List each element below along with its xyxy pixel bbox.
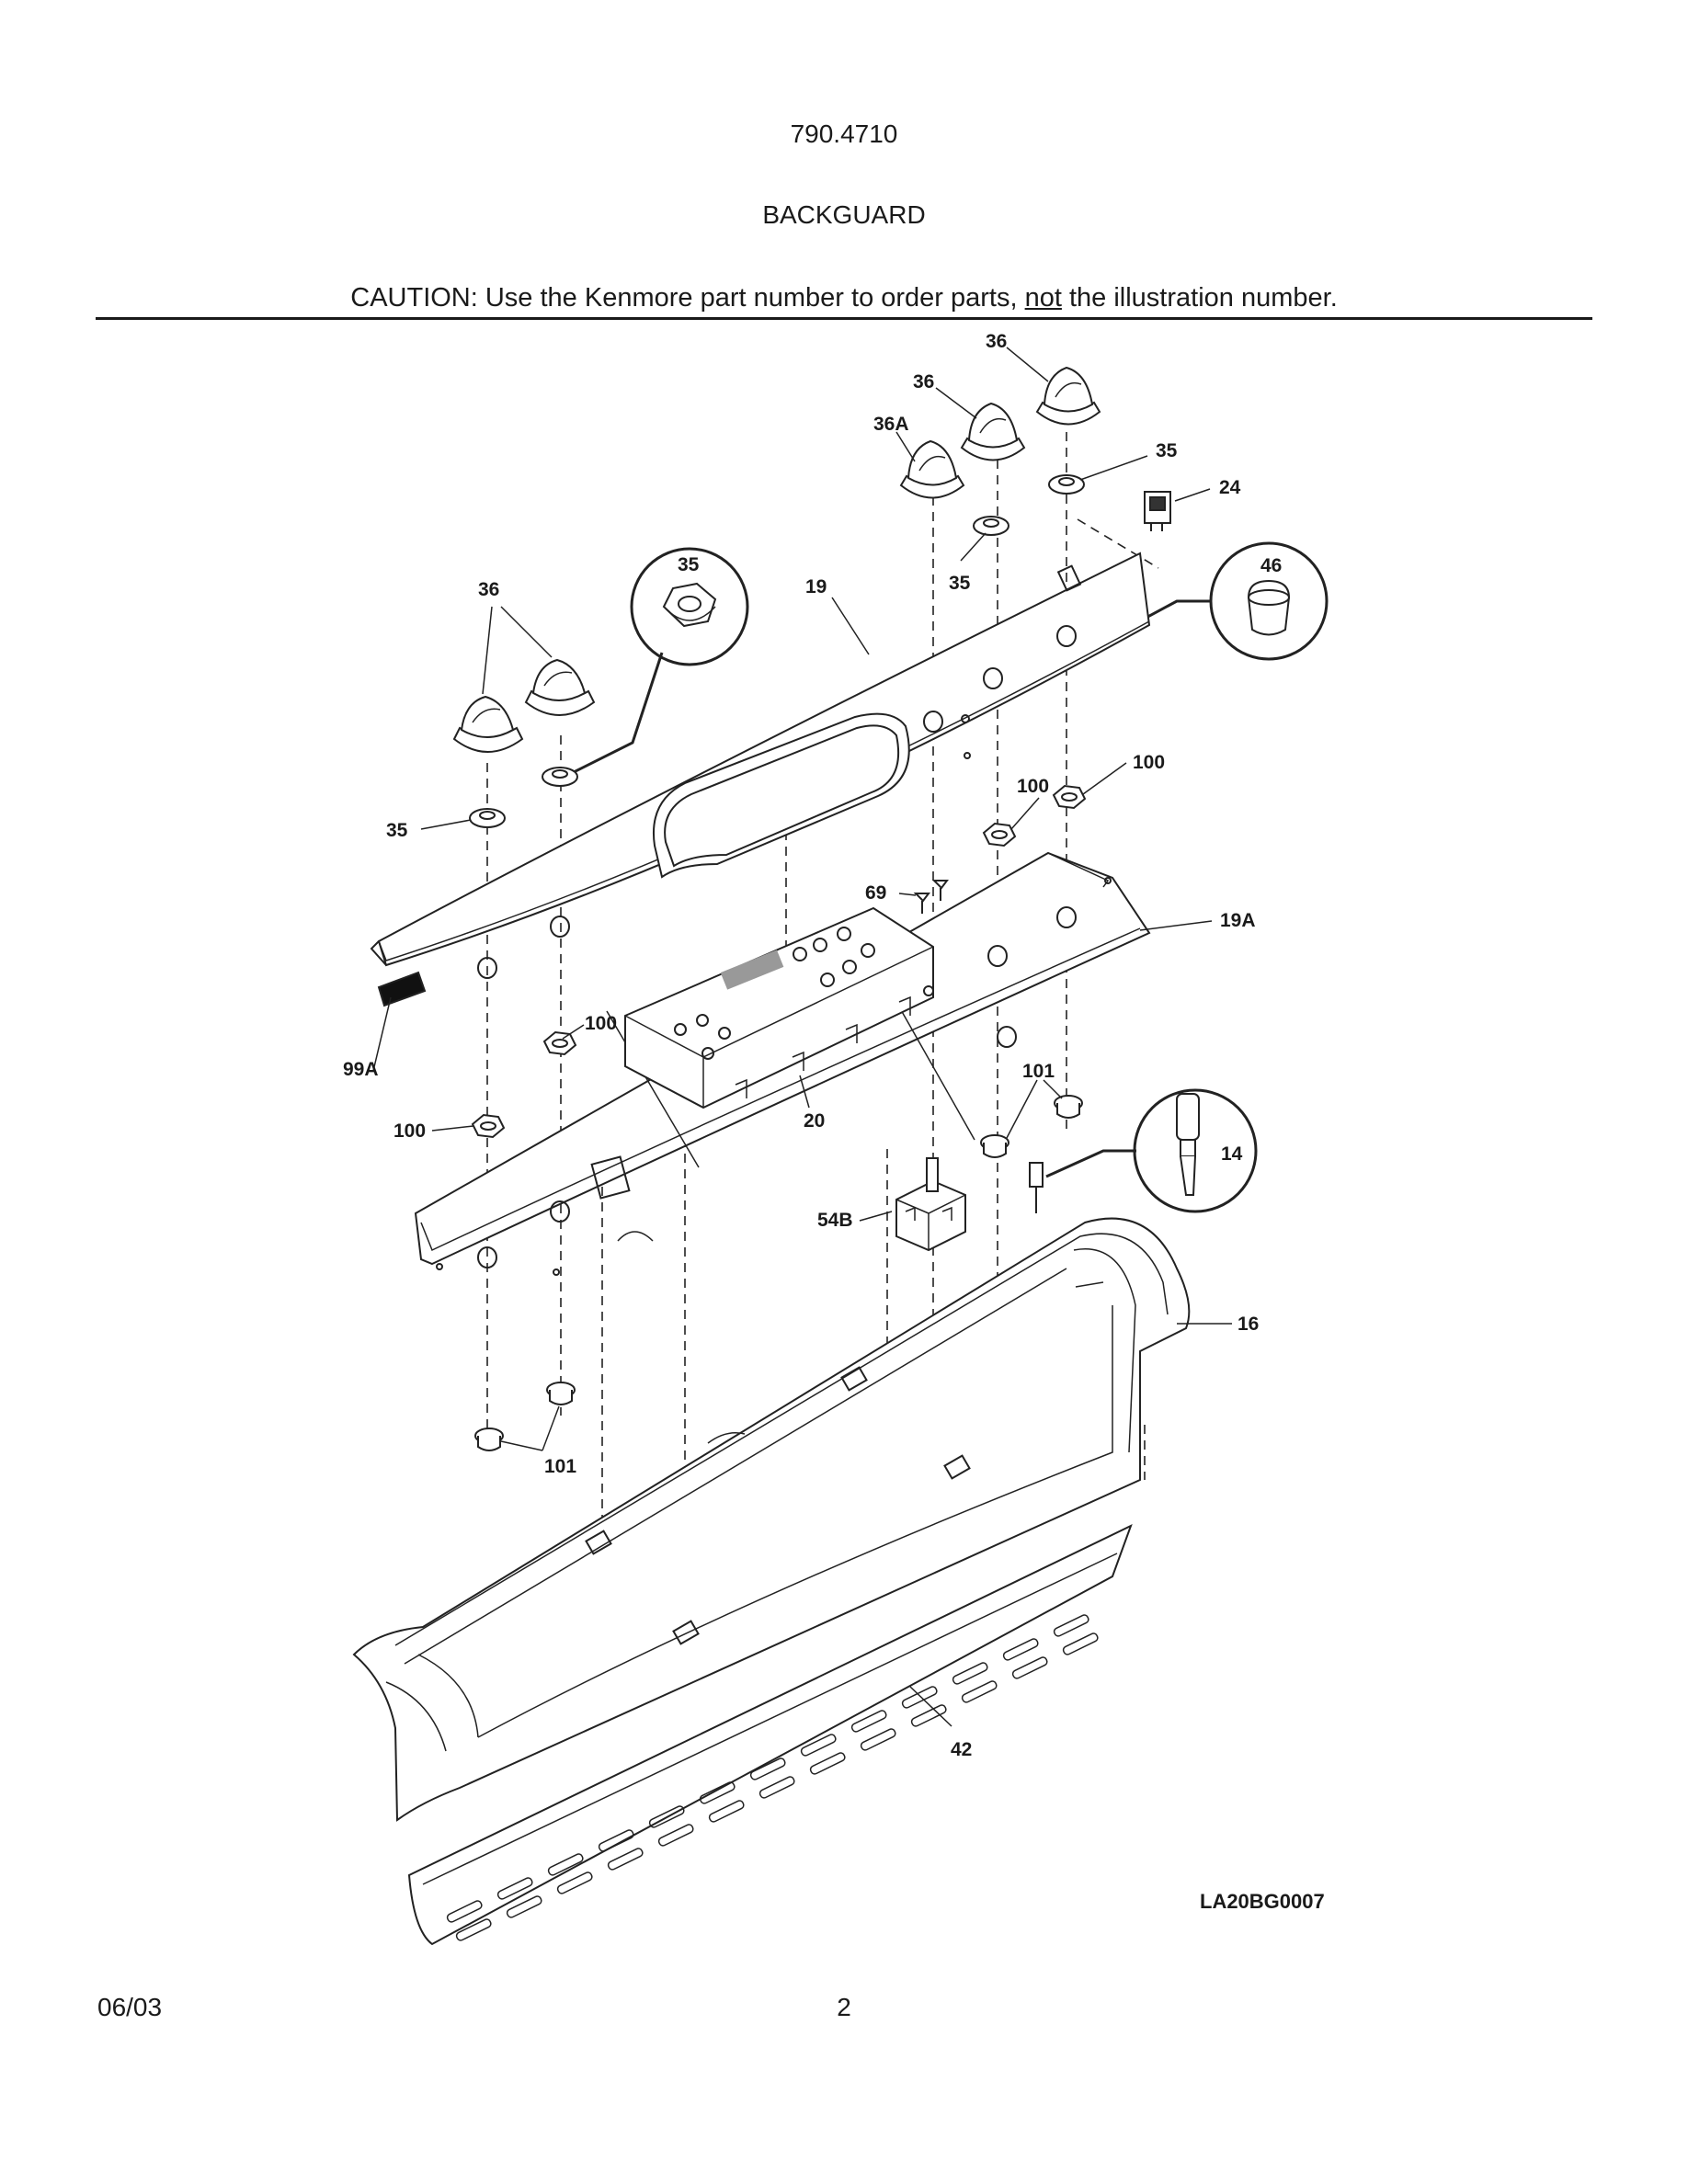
- switch-24: [1144, 491, 1171, 531]
- callout-69: 69: [865, 882, 886, 904]
- callout-leaders: [372, 347, 1232, 1727]
- control-panel-19: [370, 552, 1151, 979]
- nut-101-left-b: [474, 1428, 504, 1451]
- callout-35-center: 35: [949, 573, 971, 594]
- nut-100-left-a: [542, 1030, 577, 1056]
- leader-inset-35: [562, 652, 664, 779]
- callout-100-mid: 100: [1017, 776, 1049, 797]
- caution-text-start: CAUTION: Use the Kenmore part number to …: [350, 283, 1025, 313]
- backguard-exploded-diagram: 36 36 36A 35 24 35 19 35 46 36 100 100 3…: [343, 331, 1329, 1946]
- nut-101-left-a: [546, 1382, 576, 1405]
- callout-19: 19: [805, 576, 827, 597]
- callout-36-top: 36: [986, 331, 1007, 352]
- callout-16: 16: [1237, 1314, 1259, 1335]
- section-title: BACKGUARD: [762, 200, 926, 229]
- callout-100-left-a: 100: [585, 1013, 617, 1034]
- caution-text-end: the illustration number.: [1061, 283, 1338, 313]
- callout-35-inset: 35: [678, 554, 700, 575]
- callout-101-left: 101: [544, 1456, 576, 1477]
- nut-100-left-b: [471, 1113, 506, 1139]
- header-rule: [96, 317, 1592, 320]
- nut-35-left-a: [469, 808, 506, 828]
- callout-100-left-b: 100: [393, 1120, 426, 1142]
- knob-36-mid: [960, 402, 1026, 461]
- leader-inset-14: [1045, 1149, 1136, 1178]
- drawing-code: LA20BG0007: [1200, 1890, 1325, 1913]
- inset-lamp-14: [1133, 1088, 1258, 1213]
- callout-35-left: 35: [386, 820, 408, 841]
- nut-35-center: [973, 516, 1009, 536]
- callout-19a: 19A: [1220, 910, 1256, 931]
- caution-notice: CAUTION: Use the Kenmore part number to …: [0, 283, 1688, 313]
- callout-20: 20: [804, 1110, 825, 1132]
- caution-emphasis: not: [1024, 283, 1062, 313]
- callout-46: 46: [1260, 555, 1282, 576]
- infinite-switch-54b: [895, 1157, 966, 1252]
- nut-100-right: [1052, 784, 1087, 810]
- knob-36-left-a: [452, 695, 524, 753]
- callout-35-right: 35: [1156, 440, 1178, 461]
- vent-trim-42: [407, 1524, 1133, 1946]
- callout-36a: 36A: [873, 414, 909, 435]
- nut-100-mid: [982, 822, 1017, 847]
- callout-24: 24: [1219, 477, 1241, 498]
- control-board-20: [624, 906, 934, 1109]
- callout-14: 14: [1221, 1143, 1243, 1165]
- model-number: 790.4710: [790, 119, 898, 148]
- lamp-socket-14: [1029, 1162, 1044, 1213]
- knob-36a: [899, 439, 965, 499]
- knob-36-left-b: [524, 658, 596, 716]
- callout-54b: 54B: [817, 1210, 853, 1231]
- inset-knob-46: [1209, 541, 1329, 661]
- callout-100-right: 100: [1133, 752, 1165, 773]
- nut-101-right-b: [980, 1134, 1009, 1158]
- ribbon-cable-99a: [377, 971, 427, 1007]
- nut-101-right-a: [1054, 1095, 1083, 1119]
- callout-36-mid: 36: [913, 371, 934, 392]
- inset-nut-35: [630, 547, 749, 666]
- callout-42: 42: [951, 1739, 972, 1760]
- callout-36-left: 36: [478, 579, 499, 600]
- callout-99a: 99A: [343, 1059, 379, 1080]
- backguard-housing-16: [352, 1217, 1191, 1822]
- nut-35-left-b: [542, 767, 578, 787]
- page-number: 2: [837, 1993, 851, 2021]
- nut-35-right: [1048, 474, 1085, 495]
- knob-36-top: [1035, 366, 1101, 426]
- revision-date: 06/03: [97, 1993, 163, 2021]
- callout-101-right: 101: [1022, 1061, 1055, 1082]
- screw-69: [913, 880, 949, 914]
